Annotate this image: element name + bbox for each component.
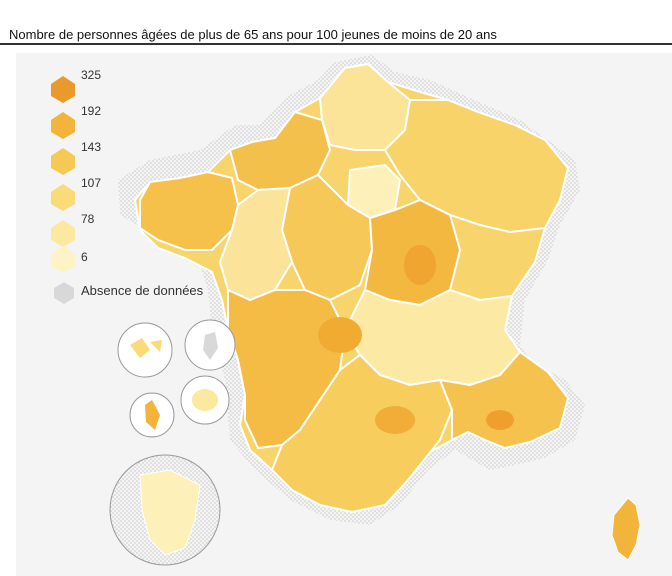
legend-swatch-5 bbox=[51, 220, 75, 247]
corsica bbox=[611, 497, 641, 561]
legend-item-5: 78 bbox=[48, 208, 208, 247]
legend-label-5: 78 bbox=[81, 212, 95, 226]
hotspot-var bbox=[486, 410, 514, 430]
region-pays-de-la-loire bbox=[218, 186, 294, 302]
legend-hex-5 bbox=[51, 220, 75, 247]
legend-label-3: 143 bbox=[81, 140, 102, 154]
legend-item-4: 107 bbox=[48, 172, 208, 211]
legend-item-1: 325 bbox=[48, 64, 208, 103]
legend-swatch-1 bbox=[51, 76, 75, 103]
absence-hex bbox=[54, 282, 74, 304]
legend-hex-4 bbox=[51, 184, 75, 211]
region-paca bbox=[438, 350, 570, 450]
hotspot-limousin bbox=[318, 317, 362, 353]
title-bar: Nombre de personnes âgées de plus de 65 … bbox=[0, 0, 672, 42]
legend-hex-1 bbox=[51, 76, 75, 103]
mayotte-shape bbox=[203, 332, 218, 360]
legend-hex-6 bbox=[51, 246, 75, 273]
legend-hex-3 bbox=[51, 148, 75, 175]
legend-swatch-4 bbox=[51, 184, 75, 211]
absence-swatch bbox=[54, 282, 74, 304]
legend-swatch-6 bbox=[51, 246, 75, 273]
region-grand-est bbox=[383, 99, 570, 234]
legend-swatch-3 bbox=[51, 148, 75, 175]
reunion-shape bbox=[192, 389, 218, 411]
hotspot-cevennes bbox=[375, 406, 415, 434]
martinique-shape bbox=[145, 400, 160, 430]
region-brittany bbox=[139, 170, 240, 251]
legend-label-1: 325 bbox=[81, 68, 102, 82]
legend-item-2: 192 bbox=[48, 100, 208, 139]
legend-label-6: 6 bbox=[81, 250, 88, 264]
legend-swatch-2 bbox=[51, 112, 75, 139]
map-title: Nombre de personnes âgées de plus de 65 … bbox=[9, 27, 497, 42]
hotspot-morvan bbox=[404, 245, 436, 285]
legend-label-2: 192 bbox=[81, 104, 102, 118]
legend-hex-2 bbox=[51, 112, 75, 139]
guyane-shape bbox=[139, 469, 201, 556]
legend-label-4: 107 bbox=[81, 176, 102, 190]
absence-label: Absence de données bbox=[81, 283, 204, 298]
legend-item-3: 143 bbox=[48, 136, 208, 175]
title-divider bbox=[0, 43, 672, 45]
legend-item-6: 6 bbox=[48, 244, 208, 273]
guadeloupe-shape bbox=[130, 338, 162, 358]
region-normandy bbox=[228, 110, 332, 192]
